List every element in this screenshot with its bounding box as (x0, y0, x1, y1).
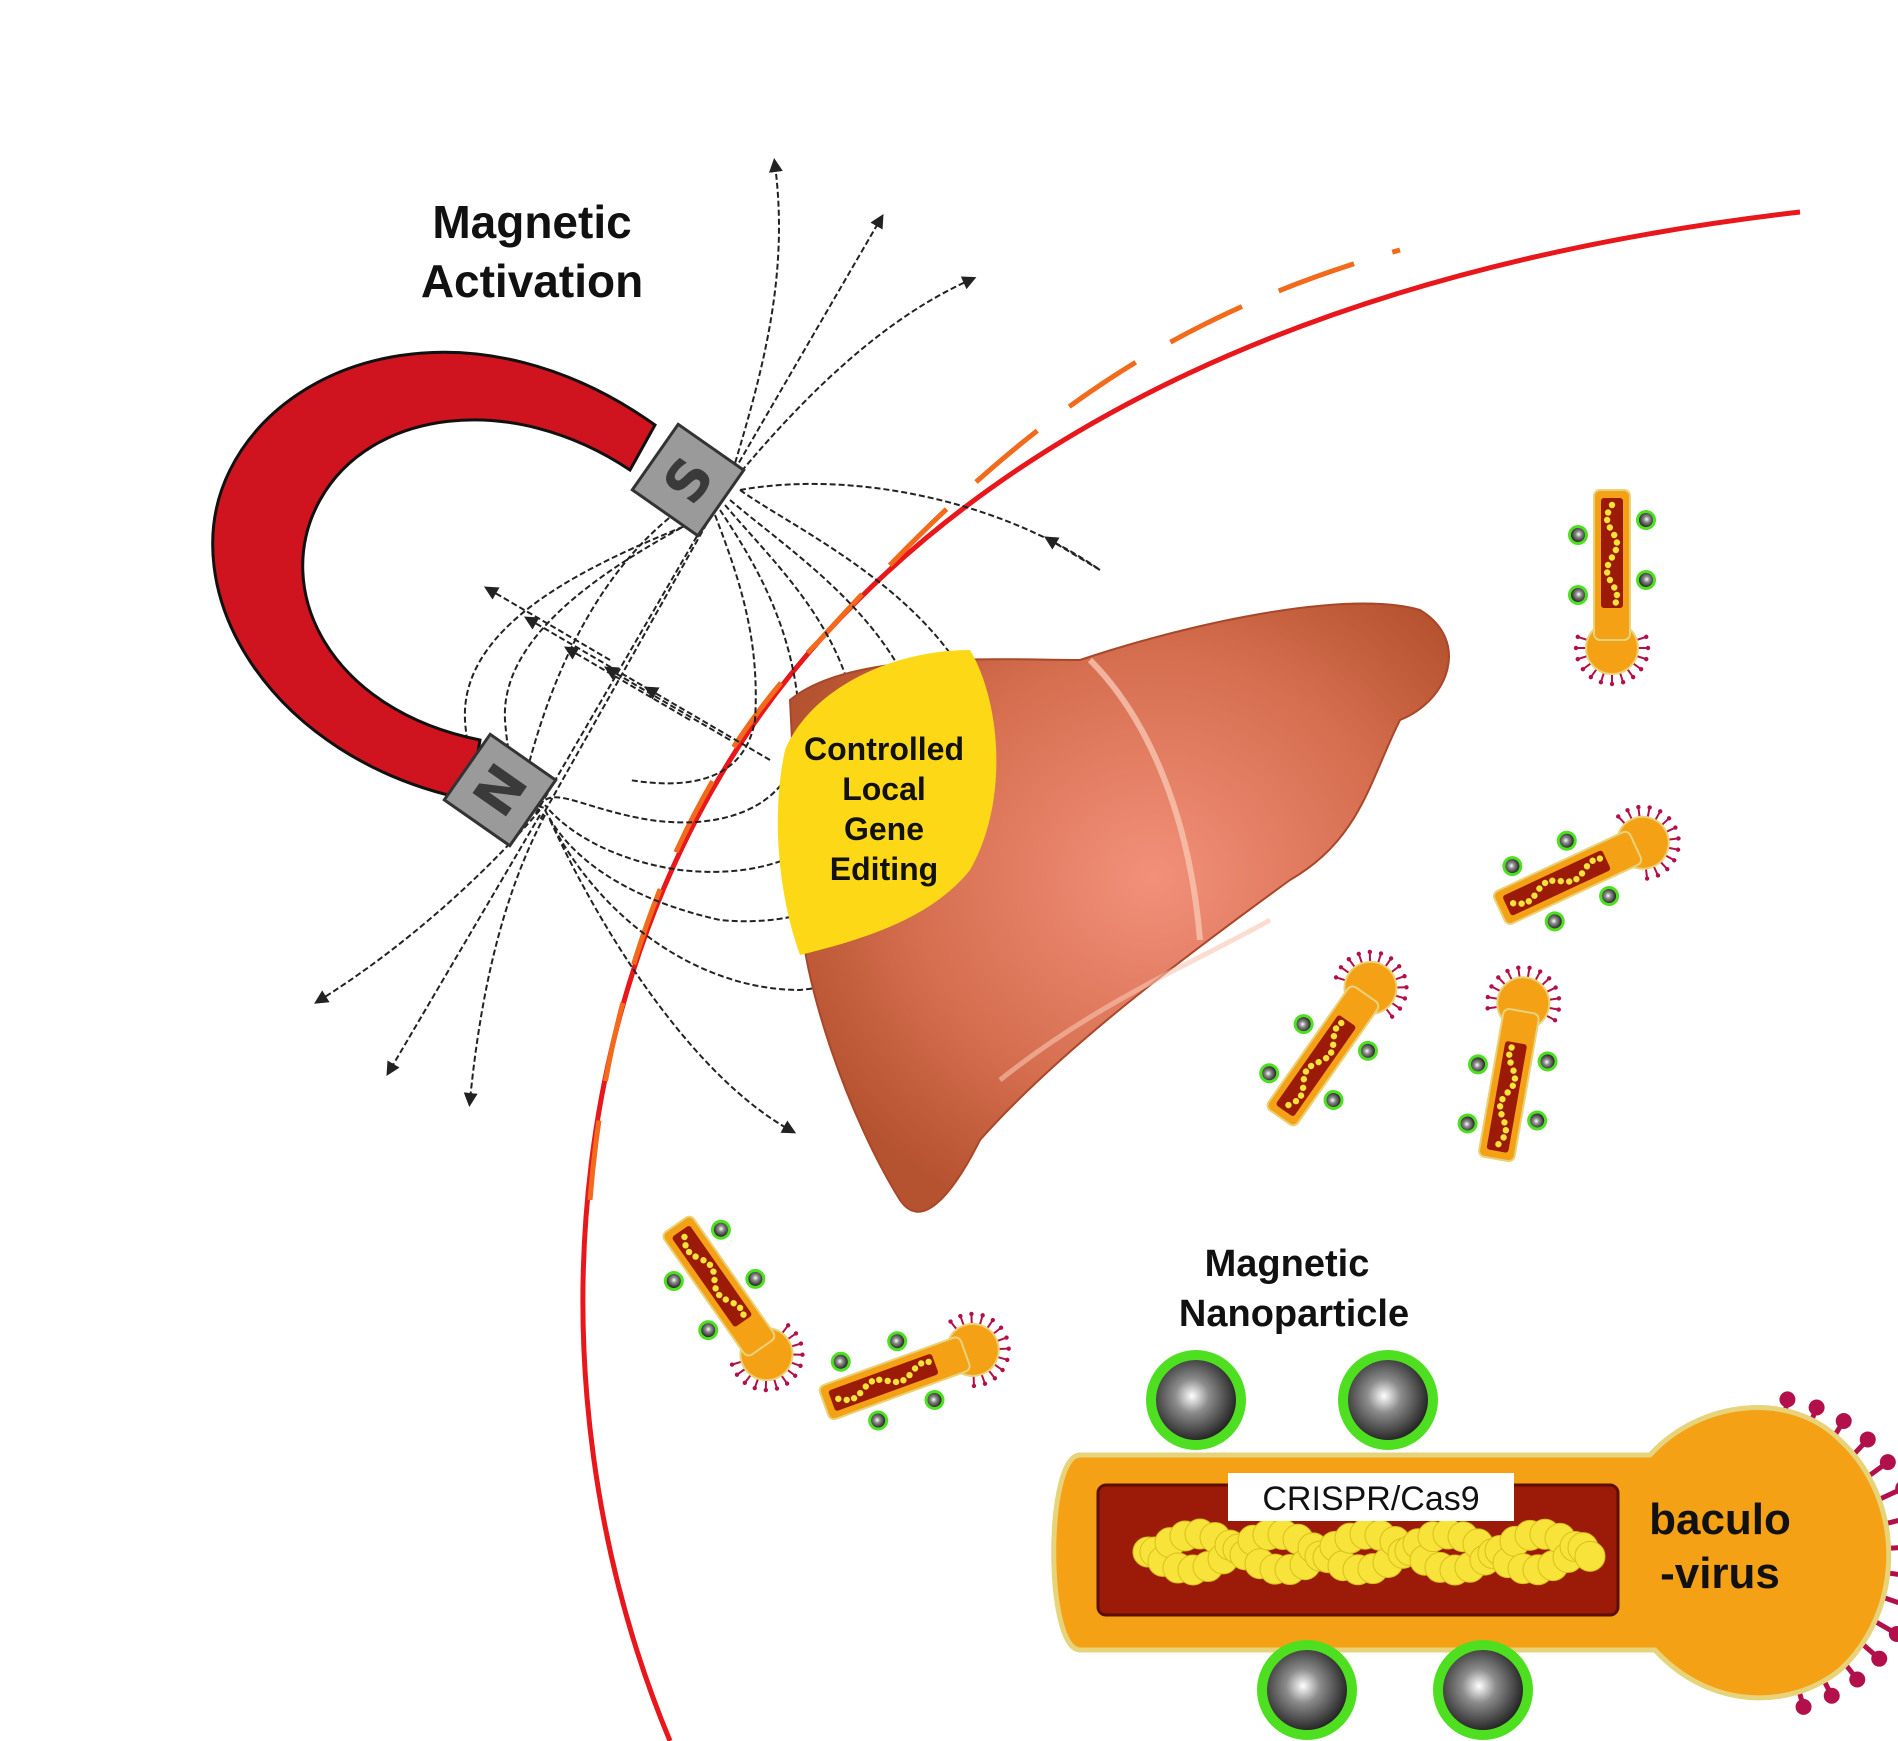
small-baculovirus (1457, 965, 1562, 1163)
large-nanoparticle-2 (1338, 1350, 1438, 1450)
small-baculovirus-group (662, 489, 1681, 1431)
large-nanoparticle-4 (1433, 1640, 1533, 1740)
editing-zone (777, 650, 997, 955)
crispr-label-box (1228, 1473, 1514, 1521)
small-baculovirus (1259, 949, 1409, 1127)
small-baculovirus (1492, 804, 1681, 932)
editing-label-line-1: Controlled (804, 731, 964, 767)
horseshoe-magnet: S N (211, 350, 746, 848)
large-nanoparticle-3 (1257, 1640, 1357, 1740)
magnetic-activation-title: Magnetic Activation (421, 196, 643, 307)
editing-zone-label: Controlled Local Gene Editing (804, 731, 964, 887)
editing-label-line-2: Local (842, 771, 926, 807)
crispr-label: CRISPR/Cas9 (1262, 1480, 1479, 1518)
title-line-2: Activation (421, 255, 643, 307)
nanoparticle-label-line-1: Magnetic (1205, 1243, 1370, 1285)
baculovirus-label-line-1: baculo (1649, 1495, 1791, 1544)
small-baculovirus (818, 1311, 1011, 1431)
magnet-body (211, 350, 657, 802)
small-baculovirus (1568, 489, 1656, 687)
large-nanoparticle-1 (1146, 1350, 1246, 1450)
nanoparticle-label-line-2: Nanoparticle (1179, 1293, 1409, 1335)
cell-membrane-highlight (587, 247, 1401, 1201)
nanoparticle-title: Magnetic Nanoparticle (1179, 1243, 1409, 1335)
baculovirus-label-line-2: -virus (1660, 1549, 1780, 1598)
editing-label-line-4: Editing (830, 851, 938, 887)
liver-fissure (1087, 657, 1203, 941)
small-baculovirus (662, 1215, 805, 1393)
large-virus-dna (1132, 1518, 1606, 1586)
pole-south: S (630, 422, 746, 538)
title-line-1: Magnetic (432, 196, 631, 248)
pole-north: N (442, 732, 558, 848)
liver-highlight (998, 917, 1272, 1082)
large-baculovirus: CRISPR/Cas9 baculo -virus (1051, 1350, 1898, 1740)
editing-label-line-3: Gene (844, 811, 924, 847)
